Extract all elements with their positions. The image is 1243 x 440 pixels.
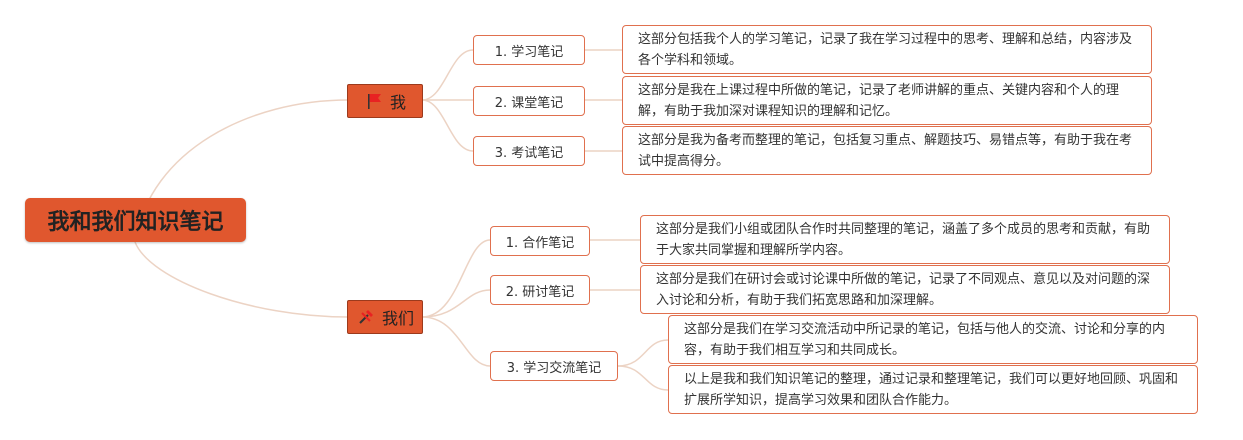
- red-flag-icon: [364, 91, 384, 111]
- note-coop-text: 这部分是我们小组或团队合作时共同整理的笔记，涵盖了多个成员的思考和贡献，有助于大…: [656, 221, 1151, 258]
- note-study-text: 这部分包括我个人的学习笔记，记录了我在学习过程中的思考、理解和总结，内容涉及各个…: [638, 31, 1133, 68]
- tools-icon: [356, 307, 376, 327]
- sub-study-notes[interactable]: 1. 学习笔记: [473, 35, 585, 65]
- sub-exchange-notes[interactable]: 3. 学习交流笔记: [490, 351, 618, 381]
- edge-me-study: [421, 49, 474, 101]
- edge-root-we: [134, 241, 349, 318]
- edge-we-coop: [421, 239, 491, 318]
- note-exam[interactable]: 这部分是我为备考而整理的笔记，包括复习重点、解题技巧、易错点等，有助于我在考试中…: [622, 126, 1152, 175]
- root-label: 我和我们知识笔记: [47, 210, 224, 235]
- sub-study-notes-label: 1. 学习笔记: [494, 44, 564, 60]
- edge-we-exchange: [421, 316, 491, 367]
- branch-we-label: 我们: [381, 309, 414, 328]
- sub-coop-notes-label: 1. 合作笔记: [505, 235, 575, 251]
- note-class[interactable]: 这部分是我在上课过程中所做的笔记，记录了老师讲解的重点、关键内容和个人的理解，有…: [622, 76, 1152, 125]
- sub-exchange-notes-label: 3. 学习交流笔记: [506, 360, 602, 376]
- edge-exchange-note: [617, 339, 669, 367]
- note-seminar[interactable]: 这部分是我们在研讨会或讨论课中所做的笔记，记录了不同观点、意见以及对问题的深入讨…: [640, 265, 1170, 314]
- note-summary[interactable]: 以上是我和我们知识笔记的整理，通过记录和整理笔记，我们可以更好地回顾、巩固和扩展…: [668, 365, 1198, 414]
- branch-me-label: 我: [389, 93, 406, 112]
- sub-exam-notes-label: 3. 考试笔记: [494, 145, 564, 161]
- sub-exam-notes[interactable]: 3. 考试笔记: [473, 136, 585, 166]
- sub-coop-notes[interactable]: 1. 合作笔记: [490, 226, 590, 256]
- branch-we[interactable]: 我们: [347, 300, 423, 334]
- sub-seminar-notes[interactable]: 2. 研讨笔记: [490, 275, 590, 305]
- sub-class-notes-label: 2. 课堂笔记: [494, 95, 564, 111]
- sub-seminar-notes-label: 2. 研讨笔记: [505, 284, 575, 300]
- edge-we-seminar: [421, 289, 491, 318]
- note-coop[interactable]: 这部分是我们小组或团队合作时共同整理的笔记，涵盖了多个成员的思考和贡献，有助于大…: [640, 215, 1170, 264]
- edge-exchange-note2: [617, 365, 669, 391]
- note-seminar-text: 这部分是我们在研讨会或讨论课中所做的笔记，记录了不同观点、意见以及对问题的深入讨…: [656, 271, 1151, 308]
- note-class-text: 这部分是我在上课过程中所做的笔记，记录了老师讲解的重点、关键内容和个人的理解，有…: [638, 82, 1120, 119]
- note-study[interactable]: 这部分包括我个人的学习笔记，记录了我在学习过程中的思考、理解和总结，内容涉及各个…: [622, 25, 1152, 74]
- note-exam-text: 这部分是我为备考而整理的笔记，包括复习重点、解题技巧、易错点等，有助于我在考试中…: [638, 132, 1133, 169]
- note-summary-text: 以上是我和我们知识笔记的整理，通过记录和整理笔记，我们可以更好地回顾、巩固和扩展…: [684, 371, 1179, 408]
- sub-class-notes[interactable]: 2. 课堂笔记: [473, 86, 585, 116]
- note-exchange-text: 这部分是我们在学习交流活动中所记录的笔记，包括与他人的交流、讨论和分享的内容，有…: [684, 321, 1166, 358]
- branch-me[interactable]: 我: [347, 84, 423, 118]
- edge-me-exam: [421, 99, 474, 152]
- root-node[interactable]: 我和我们知识笔记: [25, 198, 246, 242]
- note-exchange[interactable]: 这部分是我们在学习交流活动中所记录的笔记，包括与他人的交流、讨论和分享的内容，有…: [668, 315, 1198, 364]
